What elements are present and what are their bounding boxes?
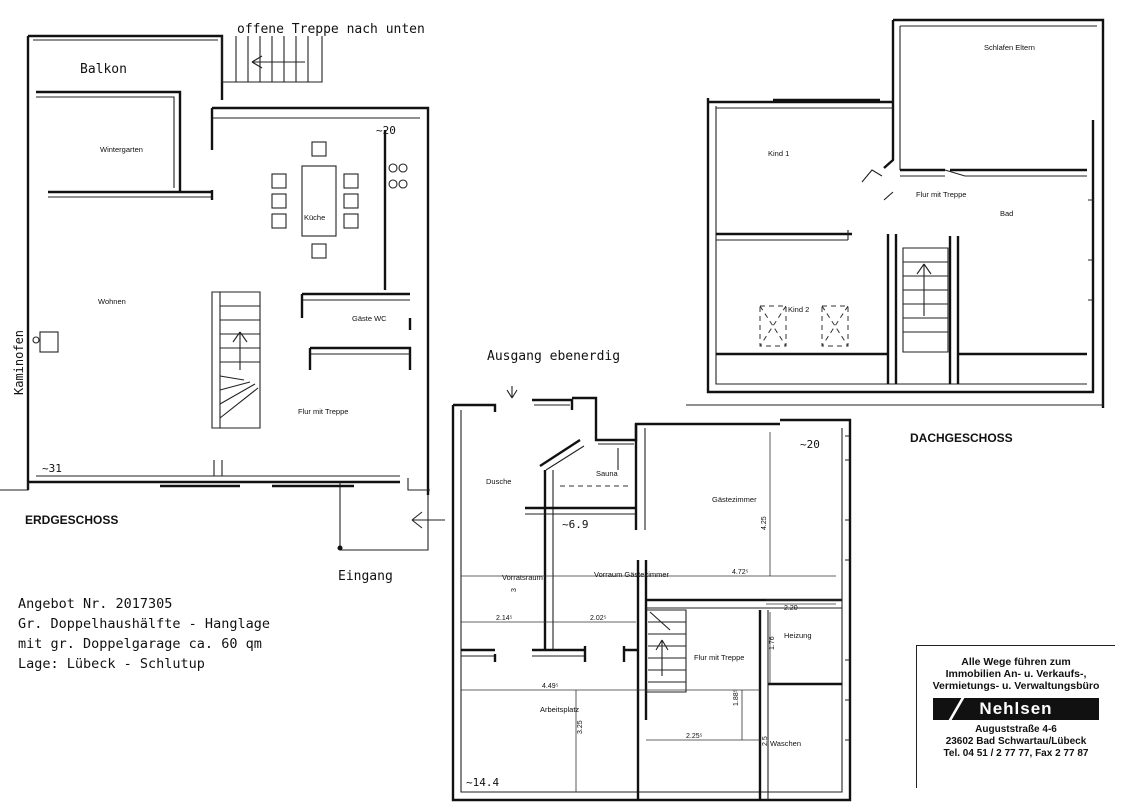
dim-3: 3 [511,588,518,592]
room-kind-1: Kind 1 [768,149,789,158]
dim-2-20: 2.20 [784,605,798,612]
label-kaminofen: Kaminofen [12,330,26,395]
house-east-wall [212,106,430,495]
skylight-1 [759,305,787,347]
offer-info: Angebot Nr. 2017305 Gr. Doppelhaushälfte… [18,594,270,674]
untergeschoss-plan [451,386,852,802]
heading-erdgeschoss: ERDGESCHOSS [25,513,118,527]
room-heizung: Heizung [784,631,812,640]
room-waschen: Waschen [770,739,801,748]
dim-4-25: 4.25 [761,516,768,530]
level-mark-eg: ~31 [42,462,62,475]
agency-phone: Tel. 04 51 / 2 77 77, Fax 2 77 87 [943,748,1089,759]
entrance-path [339,482,429,551]
dim-1-88: 1.88⁵ [733,689,740,706]
dim-2-14: 2.14⁵ [496,615,513,622]
stair-dg [902,247,949,353]
fireplace [39,331,59,353]
stair-eg [220,291,261,429]
offer-number: Angebot Nr. 2017305 [18,596,173,612]
room-flur-dg: Flur mit Treppe [916,190,966,199]
room-kind-2: Kind 2 [788,305,809,314]
agency-address: Auguststraße 4-6 23602 Bad Schwartau/Lüb… [917,724,1115,760]
room-gaeste-wc: Gäste WC [352,314,387,323]
agency-slogan-line: Vermietungs- u. Verwaltungsbüro [932,680,1100,692]
dim-2-02: 2.02⁵ [590,615,607,622]
agency-stamp: Alle Wege führen zum Immobilien An- u. V… [916,645,1115,788]
dim-4-49: 4.49⁵ [542,683,559,690]
exit-arrow-icon [506,386,518,399]
dim-4-72: 4.72⁵ [732,569,749,576]
level-mark-ug-top: ~20 [800,438,820,451]
erdgeschoss-plan [0,34,445,551]
room-wintergarten: Wintergarten [100,145,143,154]
ug-outer-wall [451,405,852,802]
wintergarten-wall [36,90,182,192]
room-dusche: Dusche [486,477,511,486]
dachgeschoss-plan [706,18,1105,408]
room-flur-eg: Flur mit Treppe [298,407,348,416]
stair-note: offene Treppe nach unten [237,22,425,37]
dim-3-25: 3.25 [577,720,584,734]
offer-garage: mit gr. Doppelgarage ca. 60 qm [18,636,262,652]
agency-logo-text: Nehlsen [979,699,1053,718]
room-vorratsraum: Vorratsraum [502,573,543,582]
dining-table [301,165,337,237]
room-balkon: Balkon [80,62,127,77]
agency-slogan-line: Alle Wege führen zum [961,656,1071,668]
agency-slogan: Alle Wege führen zum Immobilien An- u. V… [917,656,1115,692]
stair-wall [211,291,221,429]
room-vorraum-gaestezimmer: Vorraum Gästezimmer [594,570,670,579]
offer-location: Lage: Lübeck - Schlutup [18,656,205,672]
skylight-2 [821,305,849,347]
room-flur-ug: Flur mit Treppe [694,653,744,662]
room-wohnen: Wohnen [98,297,126,306]
room-bad: Bad [1000,209,1013,218]
agency-street: Auguststraße 4-6 [975,724,1057,735]
heading-dachgeschoss: DACHGESCHOSS [910,431,1013,445]
dg-outer-wall [706,98,1095,394]
stair-arrow-icon [251,55,305,69]
dim-2-25: 2.25⁵ [686,733,703,740]
stair-ug [646,609,687,693]
room-sauna: Sauna [596,469,619,478]
room-kueche: Küche [304,213,325,222]
level-mark-ug-bottom: ~14.4 [466,776,499,789]
level-mark-eg-top: ~20 [376,124,396,137]
entrance-arrow-icon [411,511,445,529]
exit-note: Ausgang ebenerdig [487,349,620,364]
agency-logo: Nehlsen [933,696,1099,722]
offer-description: Gr. Doppelhaushälfte - Hanglage [18,616,270,632]
level-mark-ug-mid: ~6.9 [562,518,589,531]
stove-icon [388,163,398,173]
room-schlafen-eltern: Schlafen Eltern [984,43,1035,52]
agency-slogan-line: Immobilien An- u. Verkaufs-, [945,668,1087,680]
agency-city: 23602 Bad Schwartau/Lübeck [945,736,1087,747]
label-eingang: Eingang [338,569,393,584]
room-arbeitsplatz: Arbeitsplatz [540,705,579,714]
dim-2-5: 2.5 [762,736,769,746]
dim-1-76: 1.76 [769,636,776,650]
room-gaestezimmer: Gästezimmer [712,495,757,504]
